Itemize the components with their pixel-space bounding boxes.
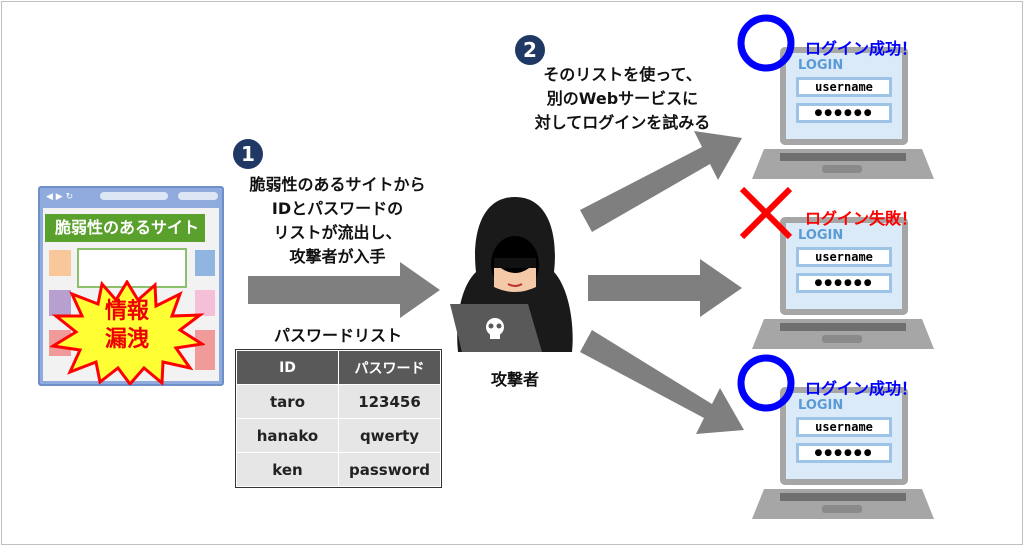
step-2-badge: 2	[515, 35, 545, 65]
cell-id: ken	[236, 452, 339, 487]
caption-line: 対してログインを試みる	[534, 113, 711, 132]
password-field: ●●●●●●	[796, 103, 892, 123]
username-field: username	[796, 247, 892, 267]
table-header-row: ID パスワード	[236, 350, 441, 385]
caption-line: IDとパスワードの	[271, 199, 404, 218]
caption-line: 別のWebサービスに	[546, 89, 699, 108]
step-1-badge: 1	[233, 139, 263, 169]
cell-password: qwerty	[338, 418, 441, 453]
hooded-attacker-icon	[450, 197, 573, 352]
login-title: LOGIN	[798, 398, 844, 413]
login-title: LOGIN	[798, 58, 844, 73]
info-leak-label: 情報 漏洩	[92, 298, 162, 354]
arrow-to-laptop-3	[580, 330, 744, 434]
step-1-caption: 脆弱性のあるサイトから IDとパスワードの リストが流出し、 攻撃者が入手	[230, 173, 445, 269]
leak-label-line2: 漏洩	[104, 327, 149, 352]
login-result-label: ログイン成功！	[805, 39, 918, 58]
site-title: 脆弱性のあるサイト	[45, 214, 205, 242]
laptop-login-screen: LOGIN username ●●●●●●	[750, 385, 935, 525]
login-result-label: ログイン成功！	[805, 379, 918, 398]
attacker-label: 攻撃者	[490, 370, 539, 389]
arrow-to-laptop-1	[580, 131, 742, 232]
cell-password: password	[338, 452, 441, 487]
arrow-leak-to-attacker	[248, 262, 440, 318]
explosion-burst-icon	[50, 280, 205, 385]
failure-cross-icon	[739, 186, 793, 240]
arrow-to-laptop-2	[588, 259, 742, 317]
caption-line: 攻撃者が入手	[289, 247, 386, 266]
column-header-id: ID	[236, 350, 339, 385]
caption-line: そのリストを使って、	[543, 65, 702, 84]
caption-line: 脆弱性のあるサイトから	[249, 175, 426, 194]
cell-password: 123456	[338, 384, 441, 419]
login-result-label: ログイン失敗！	[805, 209, 918, 228]
success-circle-icon	[737, 14, 795, 72]
laptop-login-screen: LOGIN username ●●●●●●	[750, 215, 935, 355]
password-list-title: パスワードリスト	[273, 326, 402, 345]
leak-label-line1: 情報	[104, 299, 149, 324]
cell-id: taro	[236, 384, 339, 419]
success-circle-icon	[737, 354, 795, 412]
step-2-caption: そのリストを使って、 別のWebサービスに 対してログインを試みる	[515, 63, 730, 135]
password-field: ●●●●●●	[796, 273, 892, 293]
browser-nav-icons: ◀ ▶ ↻	[46, 192, 74, 202]
caption-line: リストが流出し、	[273, 223, 402, 242]
username-field: username	[796, 417, 892, 437]
column-header-password: パスワード	[338, 350, 441, 385]
password-field: ●●●●●●	[796, 443, 892, 463]
laptop-login-screen: LOGIN username ●●●●●●	[750, 45, 935, 185]
username-field: username	[796, 77, 892, 97]
cell-id: hanako	[236, 418, 339, 453]
login-title: LOGIN	[798, 228, 844, 243]
